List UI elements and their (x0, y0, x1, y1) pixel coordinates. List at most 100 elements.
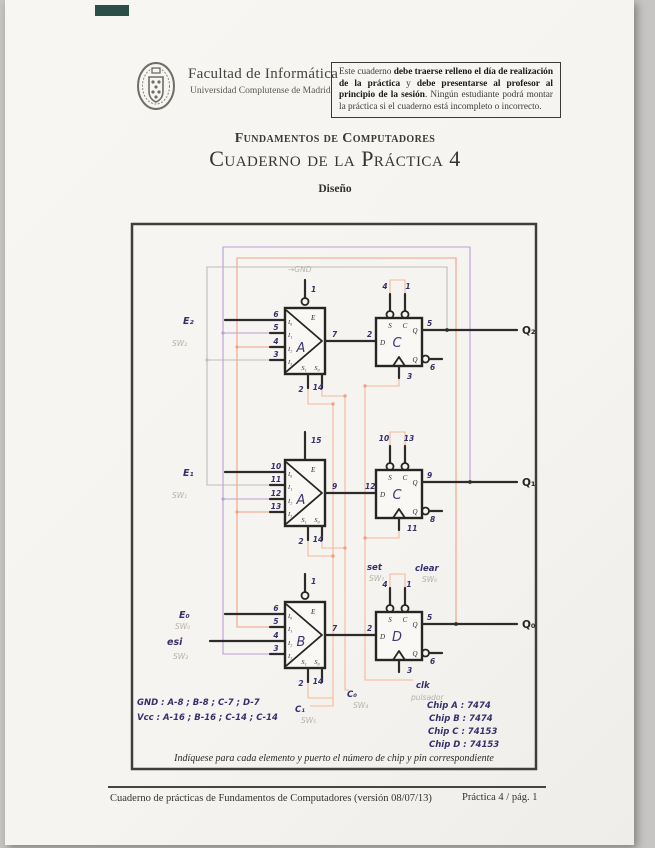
faculty-name: Facultad de Informática (188, 66, 339, 82)
footer-rule (108, 786, 546, 788)
port-label: I₀ (287, 471, 292, 478)
row-top: →GND 1 E₂ SW₂ E I₀ I₁ I₂ I₃ A S₁ S₀ 6 5 … (172, 265, 536, 394)
pin-number: 2 (367, 624, 372, 633)
port-label: E (310, 466, 316, 474)
output-label-q0: Q₀ (522, 619, 536, 631)
pin-number: 7 (332, 624, 338, 633)
port-label: S (388, 322, 392, 330)
port-label: C (403, 616, 408, 624)
input-label-e2: E₂ (183, 316, 194, 327)
port-label: I₀ (287, 613, 292, 620)
pin-number: 5 (273, 323, 278, 332)
output-label-q2: Q₂ (522, 325, 536, 337)
block-letter: B (297, 635, 306, 650)
notice-text: Este cuaderno debe traerse relleno el dí… (339, 67, 553, 112)
handwritten-notes: C₁ SW₅ C₀ SW₄ clk pulsador GND : A-8 ; B… (137, 681, 499, 750)
port-label: D (379, 491, 385, 499)
clear-note: clear (415, 564, 439, 574)
port-label: Q (412, 356, 417, 364)
port-label: S₀ (314, 517, 319, 524)
university-name: Universidad Complutense de Madrid (190, 86, 331, 96)
port-label: Q (412, 479, 417, 487)
port-label: S₀ (314, 365, 319, 372)
switch-note: SW₅ (301, 716, 316, 725)
diagram-frame (130, 222, 538, 771)
pin-number: 9 (427, 471, 432, 480)
port-label: I₁ (287, 332, 292, 339)
pulsador-note: pulsador (410, 693, 444, 702)
footer-page: Práctica 4 / pág. 1 (462, 792, 538, 803)
pin-number: 3 (407, 372, 412, 381)
ucm-seal-logo (137, 62, 175, 110)
block-letter: A (296, 341, 306, 356)
port-label: S (388, 474, 392, 482)
vcc-assignments: Vcc : A-16 ; B-16 ; C-14 ; C-14 (137, 713, 278, 723)
port-label: I₁ (287, 626, 292, 633)
pin-number: 13 (271, 502, 281, 511)
pin-number: 4 (382, 580, 387, 589)
pin-number: 1 (311, 577, 316, 586)
notice-box: Este cuaderno debe traerse relleno el dí… (331, 62, 561, 119)
pin-number: 4 (273, 337, 278, 346)
pin-number: 3 (273, 350, 278, 359)
pin-number: 9 (332, 482, 337, 491)
switch-note: SW₁ (172, 491, 187, 500)
port-label: Q (412, 621, 417, 629)
port-label: I₁ (287, 484, 292, 491)
pin-number: 12 (271, 489, 281, 498)
diagram-caption: Indíquese para cada elemento y puerto el… (173, 753, 494, 764)
switch-note: SW₃ (173, 652, 188, 661)
pin-number: 10 (379, 434, 389, 443)
port-label: I₂ (287, 640, 293, 647)
row-bottom: 1 set SW₇ clear SW₆ E₀ SW₀ esi SW₃ E I₀ … (167, 563, 536, 688)
feedback-wires (205, 246, 471, 707)
pin-number: 2 (298, 679, 303, 688)
port-label: D (379, 633, 385, 641)
mux-block (283, 458, 327, 528)
paper-sheet (5, 0, 634, 845)
chip-c-note: Chip C : 74153 (428, 727, 497, 737)
page-title: Cuaderno de la Práctica 4 (209, 146, 461, 171)
port-label: S₁ (301, 517, 306, 524)
port-label: I₃ (287, 511, 292, 518)
chip-d-note: Chip D : 74153 (429, 740, 499, 750)
block-letter: D (392, 630, 402, 645)
pin-number: 2 (298, 385, 303, 394)
switch-note: SW₄ (353, 701, 368, 710)
pin-number: 6 (430, 363, 435, 372)
port-label: E (310, 314, 316, 322)
pin-number: 8 (430, 515, 435, 524)
port-label: S₁ (301, 365, 306, 372)
footer-left: Cuaderno de prácticas de Fundamentos de … (110, 793, 432, 804)
course-title: Fundamentos de Computadores (234, 131, 436, 146)
switch-note: SW₇ (369, 574, 384, 583)
port-label: Q (412, 650, 417, 658)
port-label: I₃ (287, 359, 292, 366)
input-label-e1: E₁ (183, 468, 194, 479)
block-letter: C (392, 336, 402, 351)
circuit-diagram: →GND 1 E₂ SW₂ E I₀ I₁ I₂ I₃ A S₁ S₀ 6 5 … (130, 222, 538, 771)
section-title: Diseño (318, 183, 352, 195)
port-label: S (388, 616, 392, 624)
pin-number: 14 (313, 535, 323, 544)
clk-note: clk (416, 681, 431, 691)
port-label: I₂ (287, 346, 293, 353)
pin-number: 12 (365, 482, 375, 491)
pin-number: 3 (407, 666, 412, 675)
input-label-e0: E₀ (179, 610, 190, 621)
set-note: set (367, 563, 383, 573)
port-label: C (403, 322, 408, 330)
pin-number: 1 (311, 285, 316, 294)
c0-note: C₀ (347, 690, 357, 700)
chip-a-note: Chip A : 7474 (427, 701, 491, 711)
pin-number: 10 (271, 462, 281, 471)
row-middle: 15 E₁ SW₁ E I₀ I₁ I₂ I₃ A S₁ S₀ 10 11 12… (172, 430, 536, 546)
scan-artifact (95, 5, 129, 16)
pin-number: 13 (404, 434, 414, 443)
switch-note: SW₀ (175, 622, 190, 631)
switch-note: SW₆ (422, 575, 437, 584)
pin-number: 1 (406, 580, 411, 589)
pin-number: 4 (382, 282, 387, 291)
port-label: C (403, 474, 408, 482)
pin-number: 2 (298, 537, 303, 546)
